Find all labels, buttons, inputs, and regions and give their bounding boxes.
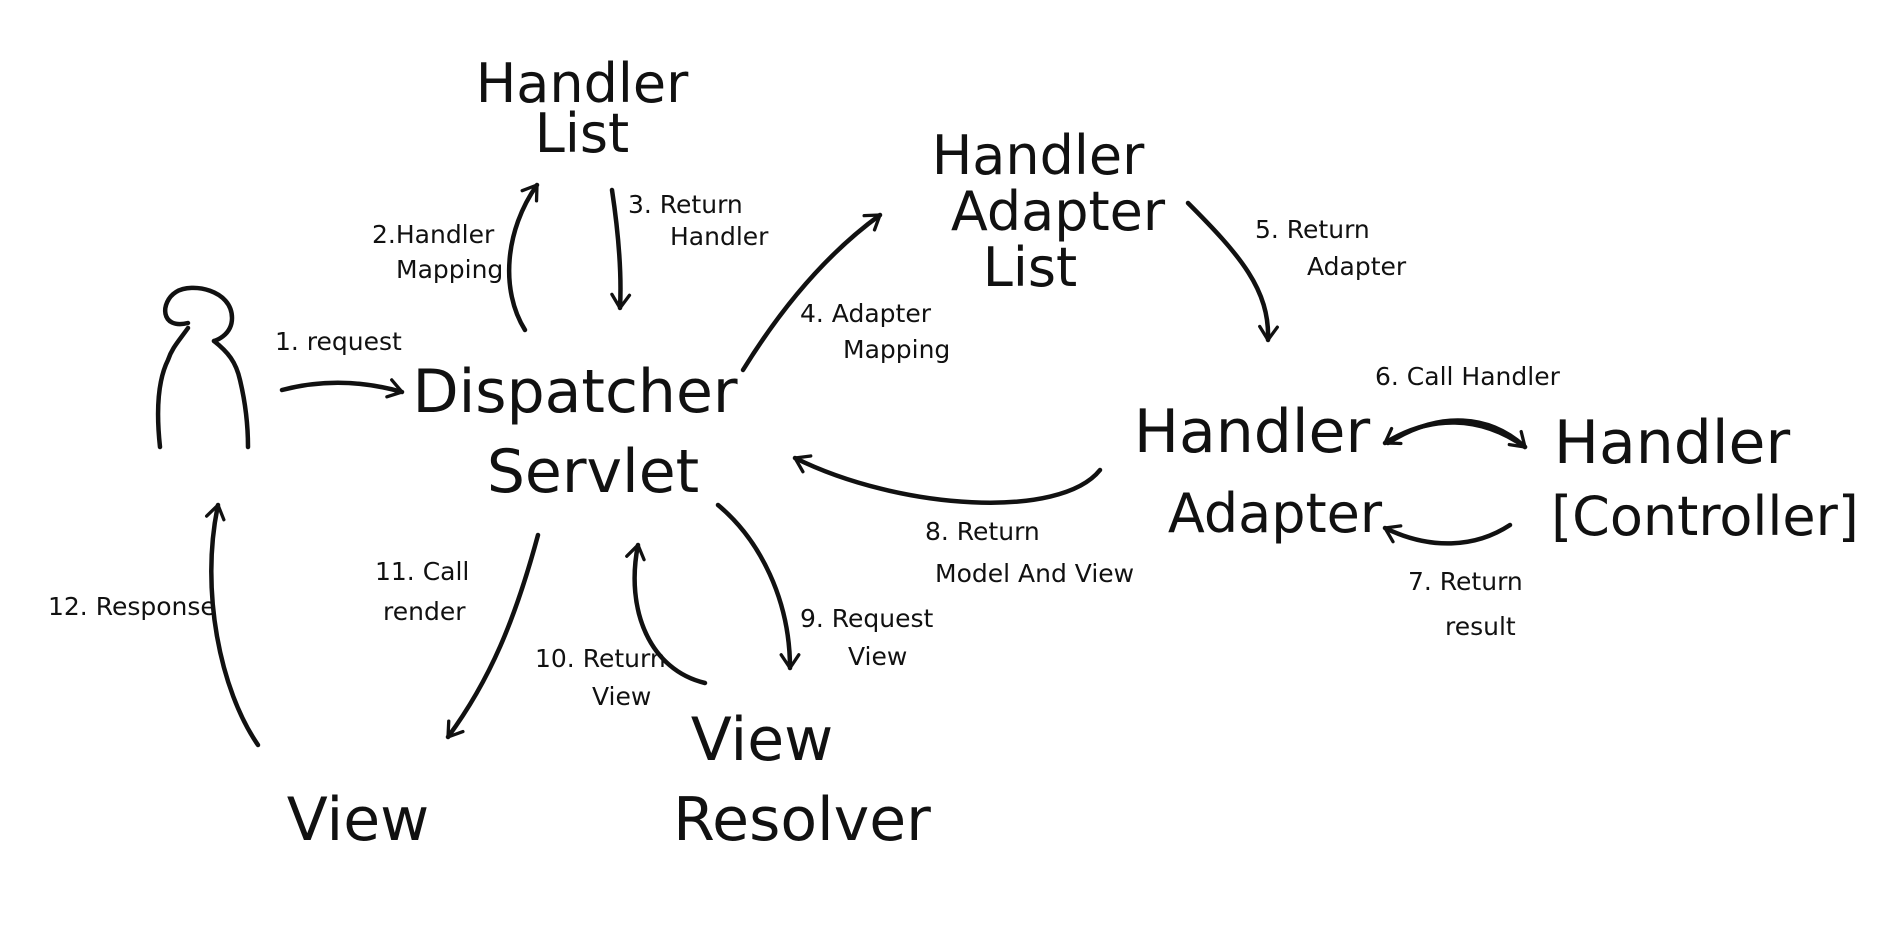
node-view: View: [287, 785, 429, 855]
arrow-12-response: [205, 502, 261, 748]
edge-label-8-line-2: Model And View: [935, 559, 1134, 588]
edge-label-7-return-result: 7. Return result: [1408, 567, 1523, 641]
edge-label-9-request-view: 9. Request View: [800, 604, 934, 671]
arrow-9-request-view: [715, 502, 801, 671]
edge-label-3-line-1: 3. Return: [628, 190, 743, 219]
edge-label-9-line-1: 9. Request: [800, 604, 934, 633]
node-handler-adapter-list-line-1: Handler: [932, 124, 1145, 187]
edge-label-11-line-2: render: [383, 597, 466, 626]
node-view-resolver-line-1: View: [691, 705, 833, 775]
edge-label-1-line-1: 1. request: [275, 327, 402, 356]
node-dispatcher-servlet-line-2: Servlet: [487, 437, 699, 507]
node-handler-list-line-1: Handler: [476, 52, 689, 115]
user-icon: [155, 285, 251, 450]
edge-label-11-line-1: 11. Call: [375, 557, 469, 586]
arrow-10-return-view: [625, 542, 708, 686]
edge-label-6-line-1: 6. Call Handler: [1375, 362, 1561, 391]
edge-label-2-handler-mapping: 2.Handler Mapping: [372, 220, 503, 284]
node-handler-adapter-list-line-2: Adapter: [951, 180, 1166, 243]
node-dispatcher-servlet-line-1: Dispatcher: [412, 357, 737, 427]
edge-label-8-line-1: 8. Return: [925, 517, 1040, 546]
edge-label-11-call-render: 11. Call render: [375, 557, 469, 626]
arrow-7-return-result: [1382, 522, 1513, 546]
node-view-resolver: View Resolver: [673, 705, 931, 855]
node-handler-controller-line-2: [Controller]: [1551, 485, 1859, 548]
edge-label-1-request: 1. request: [275, 327, 402, 356]
edge-label-12-line-1: 12. Response: [48, 592, 216, 621]
edge-label-4-line-2: Mapping: [843, 335, 950, 364]
edge-label-10-return-view: 10. Return View: [535, 644, 666, 711]
edge-label-10-line-1: 10. Return: [535, 644, 666, 673]
node-view-line-1: View: [287, 785, 429, 855]
arrow-6-call-handler-back: [1382, 420, 1528, 450]
edge-label-5-line-1: 5. Return: [1255, 215, 1370, 244]
node-handler-adapter-list: Handler Adapter List: [932, 124, 1166, 299]
edge-label-9-line-2: View: [848, 642, 907, 671]
node-handler-adapter: Handler Adapter: [1134, 397, 1383, 545]
edge-label-4-line-1: 4. Adapter: [800, 299, 932, 328]
node-handler-controller: Handler [Controller]: [1551, 408, 1859, 548]
edge-label-2-line-1: 2.Handler: [372, 220, 495, 249]
edge-label-4-adapter-mapping: 4. Adapter Mapping: [800, 299, 950, 364]
arrow-11-call-render: [445, 532, 541, 740]
edge-label-3-return-handler: 3. Return Handler: [628, 190, 769, 251]
edge-label-7-line-1: 7. Return: [1408, 567, 1523, 596]
edge-label-12-response: 12. Response: [48, 592, 216, 621]
node-handler-adapter-list-line-3: List: [983, 236, 1077, 299]
arrow-1-request: [279, 378, 405, 399]
edge-label-6-call-handler: 6. Call Handler: [1375, 362, 1561, 391]
node-handler-list-line-2: List: [535, 102, 629, 165]
node-handler-list: Handler List: [476, 52, 689, 165]
edge-label-8-return-model-and-view: 8. Return Model And View: [925, 517, 1134, 588]
edge-label-3-line-2: Handler: [670, 222, 769, 251]
node-handler-adapter-line-1: Handler: [1134, 397, 1371, 467]
edge-label-7-line-2: result: [1445, 612, 1516, 641]
arrow-8-return-model-and-view: [792, 454, 1103, 505]
edge-label-5-line-2: Adapter: [1307, 252, 1407, 281]
node-handler-controller-line-1: Handler: [1554, 408, 1791, 478]
arrow-3-return-handler: [609, 187, 632, 311]
edge-label-2-line-2: Mapping: [396, 255, 503, 284]
edge-label-5-return-adapter: 5. Return Adapter: [1255, 215, 1407, 281]
node-dispatcher-servlet: Dispatcher Servlet: [412, 357, 737, 507]
node-view-resolver-line-2: Resolver: [673, 785, 931, 855]
arrow-4-adapter-mapping: [740, 212, 883, 373]
node-handler-adapter-line-2: Adapter: [1168, 482, 1383, 545]
arrow-5-return-adapter: [1185, 200, 1279, 343]
arrow-2-handler-mapping: [507, 182, 540, 333]
edge-label-10-line-2: View: [592, 682, 651, 711]
